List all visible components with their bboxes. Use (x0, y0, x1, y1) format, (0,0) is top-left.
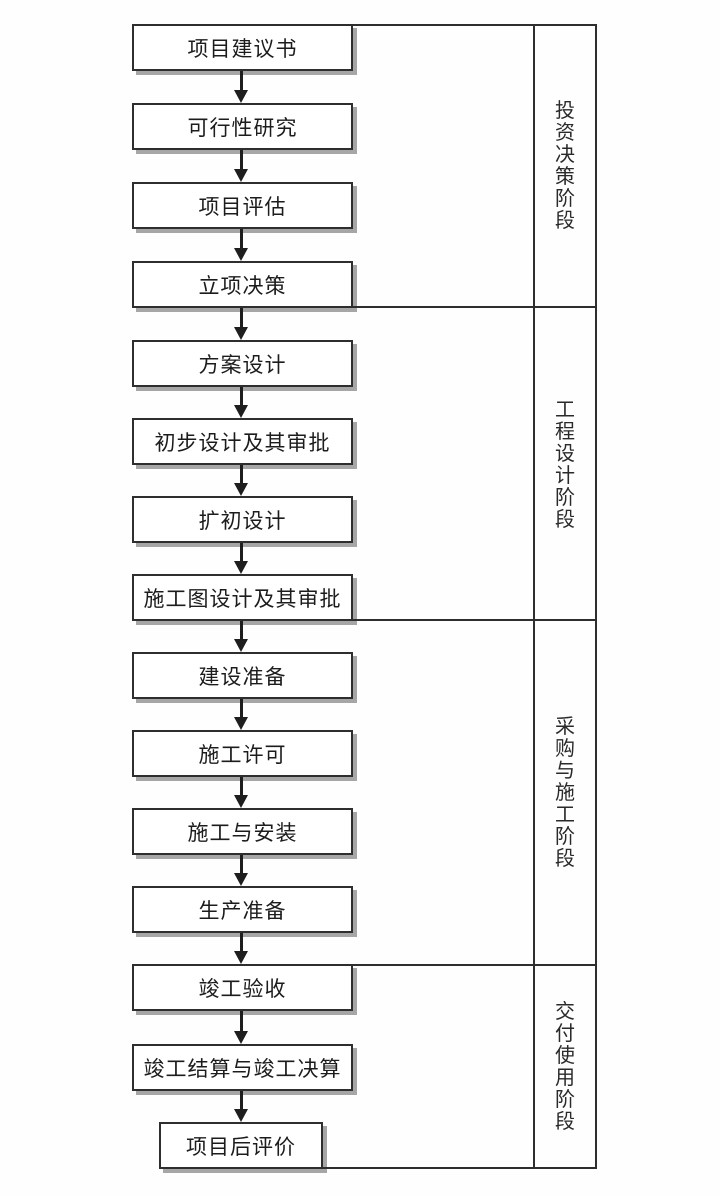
flow-arrow-down-icon (234, 855, 249, 886)
arrow-shaft (240, 1091, 243, 1111)
flow-step-project-proposal: 项目建议书 (132, 24, 353, 71)
stage-divider-2 (351, 619, 597, 621)
arrow-shaft (240, 150, 243, 171)
arrow-shaft (240, 387, 243, 407)
arrow-shaft (240, 855, 243, 875)
arrow-head (234, 327, 248, 340)
arrow-head (234, 169, 248, 182)
flow-arrow-down-icon (234, 71, 249, 103)
flow-arrow-down-icon (234, 1011, 249, 1044)
flow-step-scheme-design: 方案设计 (132, 340, 353, 387)
stage-divider-top (351, 24, 597, 26)
arrow-head (234, 951, 248, 964)
flow-step-project-evaluation: 项目评估 (132, 182, 353, 229)
flow-step-post-evaluation: 项目后评价 (159, 1122, 323, 1169)
flow-arrow-down-icon (234, 933, 249, 964)
arrow-head (234, 483, 248, 496)
arrow-head (234, 795, 248, 808)
arrow-shaft (240, 1011, 243, 1033)
arrow-shaft (240, 699, 243, 719)
phase-label-text: 交付使用阶段 (555, 1000, 575, 1133)
flow-step-completion-acceptance: 竣工验收 (132, 964, 353, 1011)
flow-step-expanded-design: 扩初设计 (132, 496, 353, 543)
flow-arrow-down-icon (234, 465, 249, 496)
arrow-head (234, 561, 248, 574)
stage-column-left-line (533, 24, 535, 1169)
arrow-head (234, 639, 248, 652)
phase-label-text: 工程设计阶段 (555, 398, 575, 531)
flow-step-construction-installation: 施工与安装 (132, 808, 353, 855)
arrow-head (234, 873, 248, 886)
flow-arrow-down-icon (234, 543, 249, 574)
arrow-shaft (240, 308, 243, 329)
arrow-shaft (240, 933, 243, 953)
phase-label-text: 采购与施工阶段 (555, 715, 575, 870)
flow-arrow-down-icon (234, 387, 249, 418)
phase-label-text: 投资决策阶段 (555, 100, 575, 232)
flow-step-construction-drawings: 施工图设计及其审批 (132, 574, 353, 621)
arrow-shaft (240, 621, 243, 641)
arrow-shaft (240, 465, 243, 485)
stage-column-right-line (595, 24, 597, 1169)
phase-label-delivery-use: 交付使用阶段 (535, 964, 595, 1169)
stage-divider-bottom (321, 1167, 597, 1169)
phase-label-procurement-construction: 采购与施工阶段 (535, 621, 595, 964)
arrow-head (234, 1109, 248, 1122)
flow-arrow-down-icon (234, 699, 249, 730)
arrow-shaft (240, 543, 243, 563)
flow-step-production-preparation: 生产准备 (132, 886, 353, 933)
flow-arrow-down-icon (234, 150, 249, 182)
flow-step-feasibility-study: 可行性研究 (132, 103, 353, 150)
phase-label-engineering-design: 工程设计阶段 (535, 308, 595, 621)
phase-label-investment-decision: 投资决策阶段 (535, 24, 595, 308)
arrow-head (234, 90, 248, 103)
flow-step-construction-permit: 施工许可 (132, 730, 353, 777)
flow-arrow-down-icon (234, 1091, 249, 1122)
arrow-head (234, 248, 248, 261)
flow-arrow-down-icon (234, 621, 249, 652)
flow-step-approval-decision: 立项决策 (132, 261, 353, 308)
flow-arrow-down-icon (234, 308, 249, 340)
flow-step-completion-settlement: 竣工结算与竣工决算 (132, 1044, 353, 1091)
flow-arrow-down-icon (234, 229, 249, 261)
stage-divider-1 (351, 306, 597, 308)
arrow-shaft (240, 229, 243, 250)
flow-arrow-down-icon (234, 777, 249, 808)
arrow-head (234, 717, 248, 730)
arrow-shaft (240, 777, 243, 797)
flow-step-preliminary-design: 初步设计及其审批 (132, 418, 353, 465)
arrow-head (234, 1031, 248, 1044)
flow-step-construction-preparation: 建设准备 (132, 652, 353, 699)
arrow-head (234, 405, 248, 418)
stage-divider-3 (351, 964, 597, 966)
arrow-shaft (240, 71, 243, 92)
